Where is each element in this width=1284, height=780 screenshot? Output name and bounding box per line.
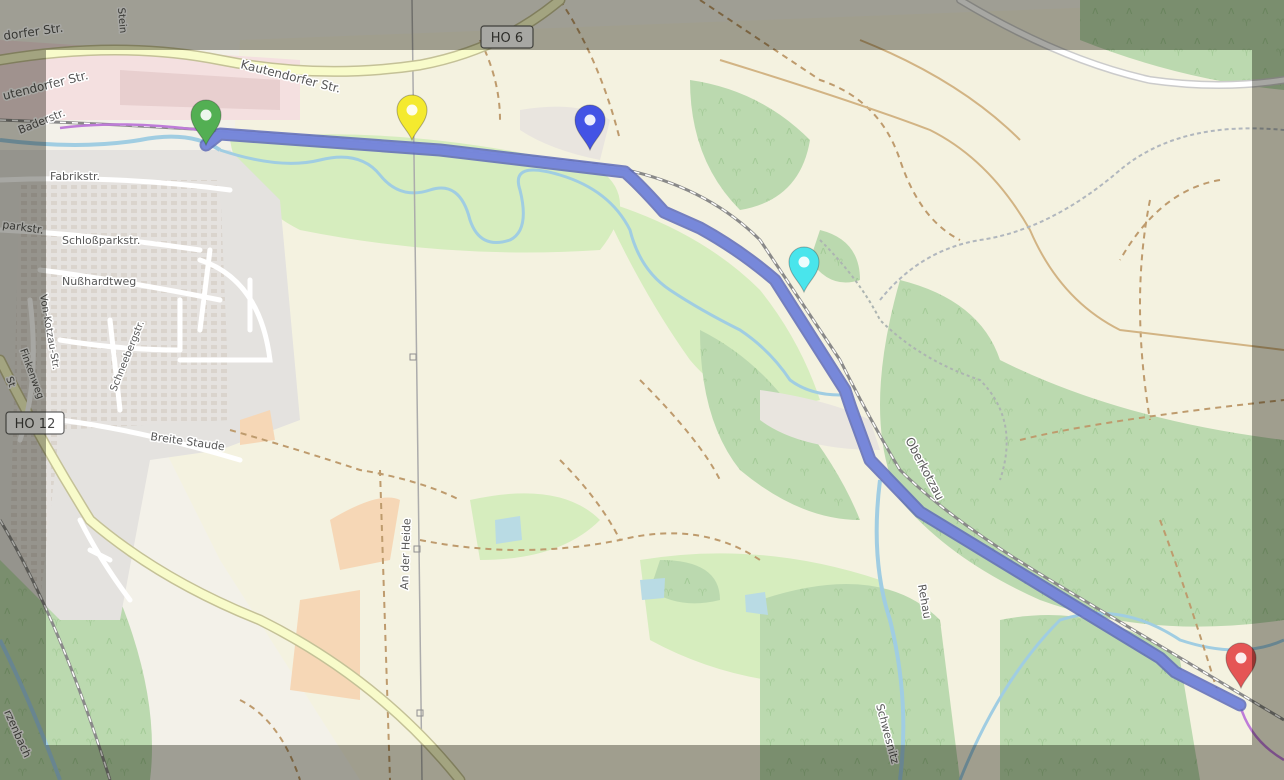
street-label-fabrikstr: Fabrikstr. [50, 170, 100, 183]
farm-yard-3 [240, 410, 275, 445]
marker-center-dot [584, 114, 596, 126]
power-pole-3 [416, 709, 424, 717]
tracks [229, 0, 1284, 780]
street-label-nusshardtweg: Nußhardtweg [62, 275, 136, 288]
cycle-route-east [1238, 704, 1284, 762]
forest-center [690, 80, 810, 210]
road-shield-ho6: HO 6 [480, 25, 534, 49]
railway-west-dash [0, 519, 111, 780]
street-label-stein: Stein [115, 7, 128, 33]
pin-icon [788, 246, 820, 294]
pond-3 [745, 592, 768, 615]
pond-1 [495, 516, 522, 544]
river-north [0, 134, 222, 152]
river-schwesnitz [874, 479, 906, 780]
marker-center-dot [406, 104, 418, 116]
marker-center-dot [200, 109, 212, 121]
view-frame-inner [46, 50, 1252, 745]
river-stream [219, 148, 841, 397]
boundary-line [879, 127, 1284, 301]
minor-roads [719, 39, 1284, 351]
grass-area-southwest [470, 493, 600, 560]
marker-waypoint-3[interactable] [788, 246, 820, 294]
river-west [0, 639, 62, 780]
route-line [201, 129, 1245, 710]
pin-icon [1225, 642, 1257, 690]
forest-small-2 [650, 560, 720, 604]
cycle-route-west [59, 123, 201, 132]
marker-start[interactable] [190, 99, 222, 147]
svg-text:HO 12: HO 12 [15, 417, 56, 432]
forest-northeast [1080, 0, 1284, 90]
marker-center-dot [798, 256, 810, 268]
route-markers [190, 94, 1257, 690]
grass-area-river [600, 200, 820, 405]
street-label-schlossparkstr: Schloßparkstr. [62, 234, 140, 247]
street-label-an-der-heide: An der Heide [398, 518, 413, 590]
pin-icon [190, 99, 222, 147]
residential-streets [0, 176, 273, 603]
pond-2 [640, 578, 665, 600]
railway-main-dash [0, 119, 1284, 721]
forest-south [760, 584, 960, 780]
pin-icon [396, 94, 428, 142]
road-shield-ho12: HO 12 [5, 411, 65, 435]
power-pole-2 [413, 545, 421, 553]
railway-secondary [819, 239, 1008, 481]
pin-icon [574, 104, 606, 152]
forest-small-1 [810, 230, 860, 283]
marker-waypoint-2[interactable] [574, 104, 606, 152]
marker-center-dot [1235, 652, 1247, 664]
forest-east [880, 280, 1284, 627]
marker-waypoint-1[interactable] [396, 94, 428, 142]
power-pole-1 [409, 353, 417, 361]
commercial-block [120, 70, 280, 110]
marker-end[interactable] [1225, 642, 1257, 690]
rail-yard-south [760, 390, 880, 450]
svg-text:HO 6: HO 6 [491, 31, 523, 46]
